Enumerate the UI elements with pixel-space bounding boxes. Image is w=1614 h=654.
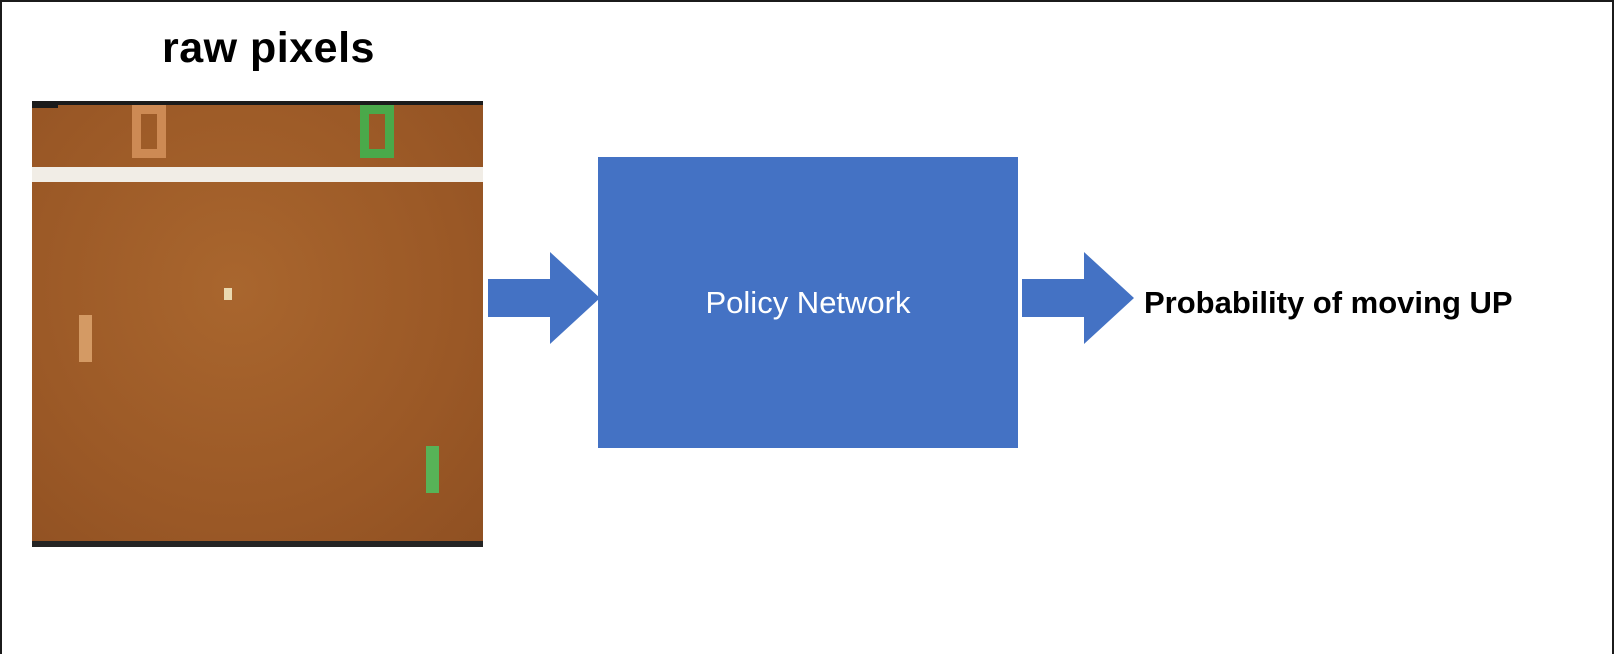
- policy-network-box: Policy Network: [598, 157, 1018, 448]
- pong-ball: [224, 288, 232, 300]
- input-arrow: [488, 252, 600, 344]
- pong-right-score-digit: [360, 105, 394, 158]
- pong-top-border: [32, 101, 483, 105]
- pong-left-paddle: [79, 315, 92, 362]
- pong-game-screenshot: [32, 101, 483, 547]
- pong-left-score-digit: [132, 105, 166, 158]
- pong-top-left-notch: [32, 101, 58, 108]
- pong-right-paddle: [426, 446, 439, 493]
- output-probability-label: Probability of moving UP: [1144, 285, 1513, 320]
- policy-network-label: Policy Network: [705, 284, 911, 320]
- right-arrow-icon: [1022, 252, 1134, 344]
- raw-pixels-label: raw pixels: [162, 24, 375, 72]
- pong-bottom-border: [32, 541, 483, 547]
- right-arrow-icon: [488, 252, 600, 344]
- output-arrow: [1022, 252, 1134, 344]
- pong-divider-line: [32, 167, 483, 182]
